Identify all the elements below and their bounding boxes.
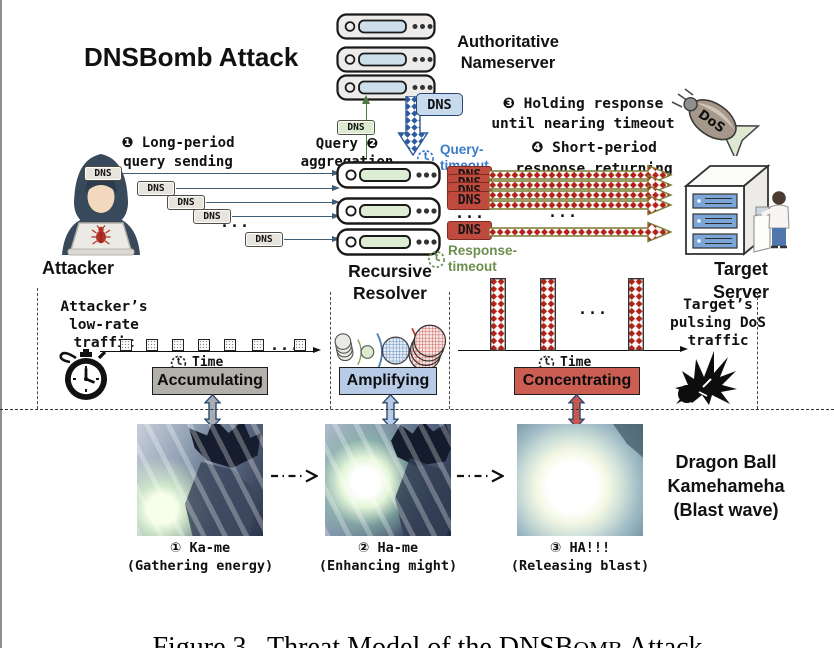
server-icon	[336, 228, 441, 256]
traffic-pulse	[146, 339, 158, 351]
traffic-pulse	[198, 339, 210, 351]
server-icon	[336, 74, 436, 101]
dns-query-chip: DNS	[137, 181, 175, 196]
stage-separator	[37, 288, 38, 409]
stage-separator	[449, 292, 450, 409]
query-line	[232, 212, 340, 219]
server-icon	[336, 13, 436, 40]
frame-caption-2: ② Ha-me (Enhancing might)	[308, 540, 468, 575]
query-line	[176, 184, 340, 191]
server-icon	[336, 197, 441, 225]
query-line	[284, 235, 340, 242]
response-arrows-ellipsis: ...	[548, 203, 579, 221]
target-time-axis	[458, 346, 688, 353]
pulsing-response-arrow	[489, 221, 673, 243]
dns-query-chip: DNS	[193, 209, 231, 224]
frame-name: Ka-me	[189, 540, 231, 556]
queries-ellipsis: ...	[220, 213, 251, 231]
time-label: Time	[560, 355, 592, 370]
target-server-label: Target Server	[712, 259, 770, 302]
figure-caption-text: Threat Model of the	[253, 632, 499, 648]
stage-link-arrow	[382, 394, 399, 428]
frame-desc: (Enhancing might)	[318, 557, 458, 574]
dns-query-chip: DNS	[245, 232, 283, 247]
figure-caption-name: DNSB	[498, 632, 574, 648]
explosion-icon	[675, 351, 737, 405]
traffic-pulse	[294, 339, 306, 351]
frame-name: Ha-me	[377, 540, 419, 556]
dns-query-chip: DNS	[84, 166, 122, 181]
sequence-arrow	[271, 469, 318, 483]
pulsing-response-arrow	[489, 194, 673, 216]
dos-pulse-bar	[628, 278, 644, 351]
frame-number: ②	[357, 540, 370, 556]
attacker-traffic-label: Attacker’s low-rate traffic	[60, 299, 148, 351]
query-line	[123, 169, 340, 176]
frame-desc: (Gathering energy)	[126, 557, 274, 574]
server-icon	[336, 46, 436, 73]
target-traffic-label: Target’s pulsing DoS traffic	[669, 297, 767, 349]
dos-bomb-icon: DoS	[671, 88, 760, 156]
diagram-title: DNSBomb Attack	[84, 42, 299, 72]
figure-caption-text: Attack.	[622, 632, 710, 648]
frame-caption-1: ① Ka-me (Gathering energy)	[120, 540, 280, 575]
server-icon	[336, 161, 441, 189]
attacker-time-axis	[100, 347, 321, 354]
amplification-graphic	[334, 324, 447, 374]
frame-number: ③	[549, 540, 562, 556]
recursive-resolver-label: Recursive Resolver	[348, 261, 432, 303]
authoritative-nameserver-stack	[336, 13, 436, 101]
authoritative-nameserver-label: Authoritative Nameserver	[457, 33, 559, 72]
held-dns-ellipsis: ...	[455, 204, 486, 222]
frame-number: ①	[169, 540, 182, 556]
sequence-arrow	[457, 469, 504, 483]
dos-pulse-bar	[490, 278, 506, 351]
kamehameha-frame-2	[325, 424, 451, 536]
kamehameha-frame-1	[137, 424, 263, 536]
held-dns-box: DNS	[447, 221, 492, 240]
stage-concentrating: Concentrating	[514, 367, 640, 395]
analogy-separator	[0, 409, 834, 410]
dns-response-box: DNS	[416, 93, 463, 116]
step1-long-period-query: ❶ Long-period query sending	[121, 135, 235, 170]
response-timeout-label: Response- timeout	[448, 243, 518, 274]
time-clock-icon	[170, 355, 187, 372]
traffic-pulse	[224, 339, 236, 351]
stage-separator	[757, 292, 758, 409]
time-bomb-icon	[59, 349, 107, 400]
kamehameha-title: Dragon Ball Kamehameha (Blast wave)	[667, 452, 785, 520]
pulses-ellipsis: ...	[270, 336, 301, 354]
held-dns-box: DNS	[447, 191, 492, 210]
time-clock-icon	[538, 355, 555, 372]
step3-holding-response: ❸ Holding response until nearing timeout	[491, 96, 675, 132]
stage-link-arrow	[568, 394, 585, 428]
frame-desc: (Releasing blast)	[510, 557, 650, 574]
stage-accumulating: Accumulating	[152, 367, 268, 395]
attacker-label: Attacker	[42, 258, 115, 278]
frame-caption-3: ③ HA!!! (Releasing blast)	[500, 540, 660, 575]
figure-caption: Figure 3. Threat Model of the DNSBOMB At…	[0, 600, 834, 648]
dos-pulse-bar	[540, 278, 556, 351]
kamehameha-frame-3	[517, 424, 643, 536]
bars-ellipsis: ...	[578, 300, 609, 318]
stage-amplifying: Amplifying	[339, 367, 437, 395]
response-timeout-clock-icon	[428, 251, 445, 268]
dns-query-chip-green: DNS	[337, 120, 375, 135]
traffic-pulse	[172, 339, 184, 351]
traffic-pulse	[252, 339, 264, 351]
time-label: Time	[192, 355, 224, 370]
figure-caption-label: Figure 3.	[152, 632, 254, 648]
stage-separator	[330, 292, 331, 409]
query-line	[206, 198, 340, 205]
dns-query-chip: DNS	[167, 195, 205, 210]
column-rule	[0, 0, 2, 648]
recursive-resolver-stack	[336, 161, 441, 256]
traffic-pulse	[120, 339, 132, 351]
query-timeout-clock-icon	[417, 150, 434, 167]
stage-link-arrow	[204, 394, 221, 428]
frame-name: HA!!!	[569, 540, 611, 556]
figure-caption-name-smallcaps: OMB	[573, 637, 622, 648]
target-server-icon	[683, 164, 790, 256]
